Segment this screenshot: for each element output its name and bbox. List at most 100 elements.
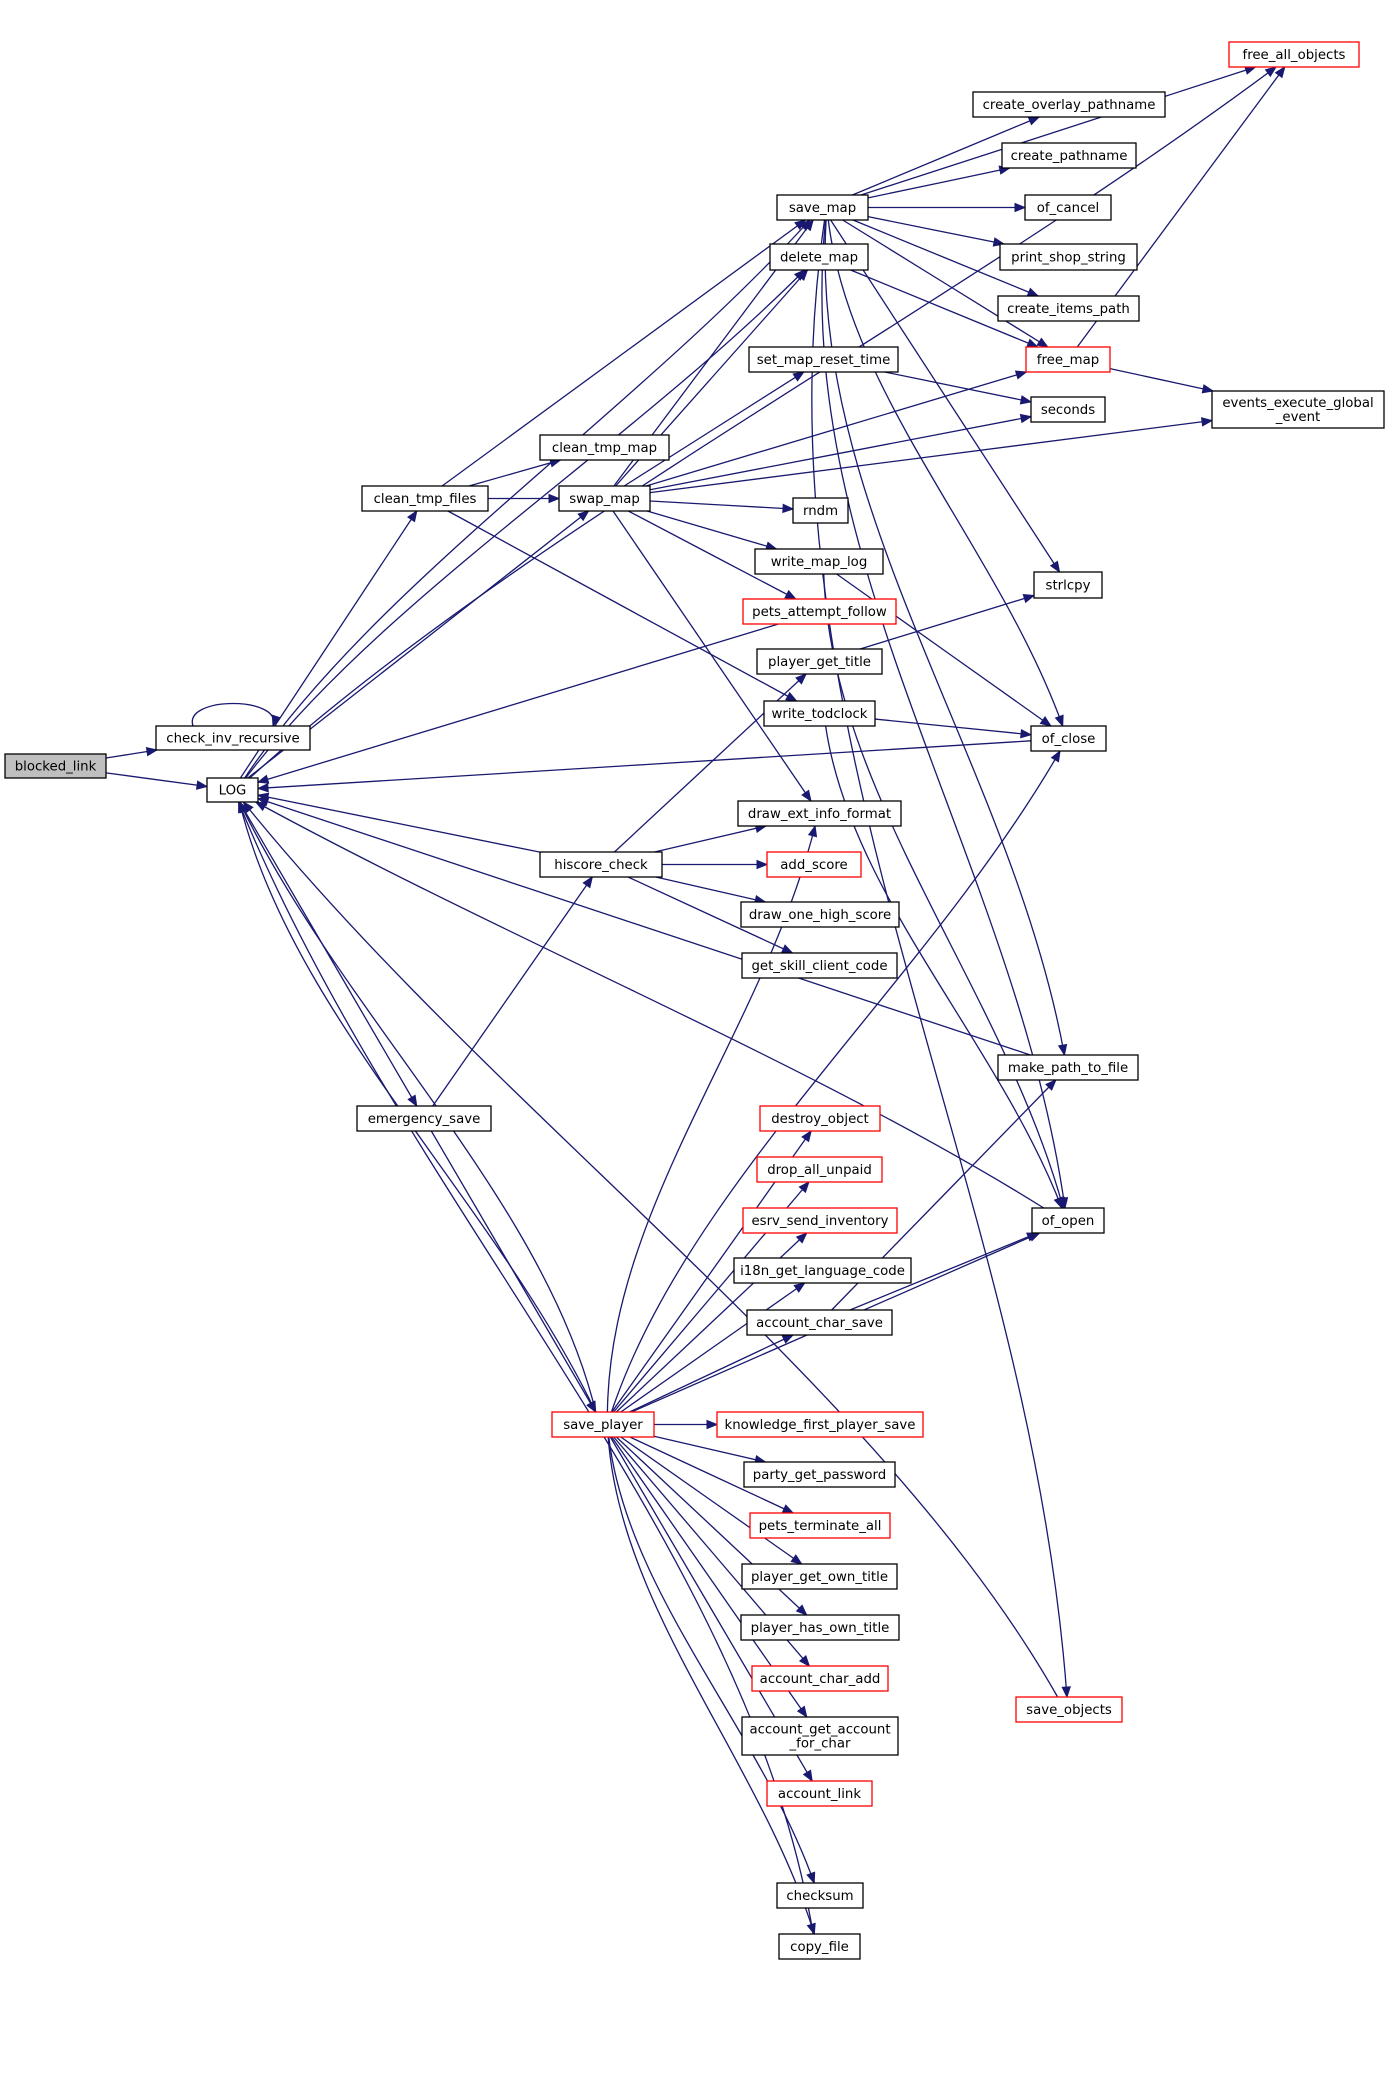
node-strlcpy[interactable]: strlcpy	[1033, 571, 1103, 599]
node-print_shop_string[interactable]: print_shop_string	[999, 243, 1138, 271]
node-box[interactable]	[997, 1054, 1139, 1081]
node-player_has_own_title[interactable]: player_has_own_title	[740, 1614, 900, 1641]
node-of_close[interactable]: of_close	[1030, 725, 1107, 752]
node-destroy_object[interactable]: destroy_object	[759, 1105, 881, 1132]
node-box[interactable]	[740, 1614, 900, 1641]
node-box[interactable]	[733, 1257, 912, 1284]
node-box[interactable]	[756, 1156, 883, 1183]
node-box[interactable]	[751, 1665, 889, 1692]
node-box[interactable]	[741, 1563, 898, 1590]
node-box[interactable]	[1211, 390, 1385, 429]
node-box[interactable]	[551, 1411, 655, 1438]
node-box[interactable]	[539, 434, 670, 461]
node-blocked_link[interactable]: blocked_link	[4, 753, 107, 779]
node-box[interactable]	[972, 91, 1166, 118]
node-write_map_log[interactable]: write_map_log	[754, 548, 884, 575]
node-swap_map[interactable]: swap_map	[558, 485, 651, 512]
node-player_get_title[interactable]: player_get_title	[756, 648, 883, 675]
node-box[interactable]	[4, 753, 107, 779]
node-box[interactable]	[539, 851, 663, 878]
node-box[interactable]	[1024, 194, 1112, 221]
node-clean_tmp_map[interactable]: clean_tmp_map	[539, 434, 670, 461]
node-create_overlay_pathname[interactable]: create_overlay_pathname	[972, 91, 1166, 118]
node-box[interactable]	[1015, 1696, 1123, 1723]
node-i18n_get_language_code[interactable]: i18n_get_language_code	[733, 1257, 912, 1284]
node-account_get_account_for_char[interactable]: account_get_account_for_char	[741, 1716, 899, 1756]
node-party_get_password[interactable]: party_get_password	[743, 1461, 896, 1488]
node-box[interactable]	[746, 1309, 893, 1336]
node-box[interactable]	[792, 497, 849, 524]
node-box[interactable]	[716, 1411, 924, 1438]
node-write_todclock[interactable]: write_todclock	[763, 700, 876, 727]
node-box[interactable]	[356, 1105, 492, 1132]
node-box[interactable]	[999, 243, 1138, 271]
node-free_all_objects[interactable]: free_all_objects	[1228, 41, 1360, 68]
node-esrv_send_inventory[interactable]: esrv_send_inventory	[742, 1207, 898, 1234]
node-box[interactable]	[778, 1933, 861, 1960]
node-box[interactable]	[361, 485, 489, 512]
node-clean_tmp_files[interactable]: clean_tmp_files	[361, 485, 489, 512]
node-box[interactable]	[997, 295, 1140, 322]
node-delete_map[interactable]: delete_map	[769, 243, 869, 271]
node-save_map[interactable]: save_map	[776, 194, 869, 221]
node-box[interactable]	[1228, 41, 1360, 68]
node-of_open[interactable]: of_open	[1031, 1207, 1105, 1234]
node-make_path_to_file[interactable]: make_path_to_file	[997, 1054, 1139, 1081]
node-LOG[interactable]: LOG	[206, 777, 259, 803]
node-box[interactable]	[1030, 396, 1106, 423]
node-save_player[interactable]: save_player	[551, 1411, 655, 1438]
node-draw_one_high_score[interactable]: draw_one_high_score	[740, 901, 900, 928]
node-box[interactable]	[766, 1780, 873, 1807]
node-box[interactable]	[742, 1207, 898, 1234]
node-get_skill_client_code[interactable]: get_skill_client_code	[741, 952, 898, 979]
node-box[interactable]	[1025, 346, 1111, 373]
node-box[interactable]	[1033, 571, 1103, 599]
node-box[interactable]	[756, 648, 883, 675]
node-box[interactable]	[769, 243, 869, 271]
node-seconds[interactable]: seconds	[1030, 396, 1106, 423]
node-rndm[interactable]: rndm	[792, 497, 849, 524]
node-box[interactable]	[1031, 1207, 1105, 1234]
node-drop_all_unpaid[interactable]: drop_all_unpaid	[756, 1156, 883, 1183]
node-emergency_save[interactable]: emergency_save	[356, 1105, 492, 1132]
node-box[interactable]	[776, 1882, 864, 1909]
node-knowledge_first_player_save[interactable]: knowledge_first_player_save	[716, 1411, 924, 1438]
node-account_char_add[interactable]: account_char_add	[751, 1665, 889, 1692]
node-checksum[interactable]: checksum	[776, 1882, 864, 1909]
node-box[interactable]	[742, 598, 897, 625]
node-box[interactable]	[741, 1716, 899, 1756]
node-add_score[interactable]: add_score	[766, 851, 862, 878]
node-save_objects[interactable]: save_objects	[1015, 1696, 1123, 1723]
node-box[interactable]	[776, 194, 869, 221]
node-box[interactable]	[155, 725, 311, 751]
node-events_execute_global_event[interactable]: events_execute_global_event	[1211, 390, 1385, 429]
node-pets_attempt_follow[interactable]: pets_attempt_follow	[742, 598, 897, 625]
node-box[interactable]	[759, 1105, 881, 1132]
node-create_items_path[interactable]: create_items_path	[997, 295, 1140, 322]
node-box[interactable]	[743, 1461, 896, 1488]
node-check_inv_recursive[interactable]: check_inv_recursive	[155, 725, 311, 751]
node-hiscore_check[interactable]: hiscore_check	[539, 851, 663, 878]
node-account_link[interactable]: account_link	[766, 1780, 873, 1807]
node-pets_terminate_all[interactable]: pets_terminate_all	[749, 1512, 891, 1539]
node-box[interactable]	[740, 901, 900, 928]
node-free_map[interactable]: free_map	[1025, 346, 1111, 373]
node-box[interactable]	[748, 346, 899, 373]
node-box[interactable]	[737, 800, 902, 827]
node-box[interactable]	[1030, 725, 1107, 752]
node-of_cancel[interactable]: of_cancel	[1024, 194, 1112, 221]
node-box[interactable]	[1001, 142, 1137, 169]
node-copy_file[interactable]: copy_file	[778, 1933, 861, 1960]
node-account_char_save[interactable]: account_char_save	[746, 1309, 893, 1336]
node-box[interactable]	[754, 548, 884, 575]
node-box[interactable]	[763, 700, 876, 727]
node-create_pathname[interactable]: create_pathname	[1001, 142, 1137, 169]
node-set_map_reset_time[interactable]: set_map_reset_time	[748, 346, 899, 373]
node-draw_ext_info_format[interactable]: draw_ext_info_format	[737, 800, 902, 827]
node-player_get_own_title[interactable]: player_get_own_title	[741, 1563, 898, 1590]
node-box[interactable]	[741, 952, 898, 979]
node-box[interactable]	[749, 1512, 891, 1539]
node-box[interactable]	[558, 485, 651, 512]
node-box[interactable]	[206, 777, 259, 803]
node-box[interactable]	[766, 851, 862, 878]
